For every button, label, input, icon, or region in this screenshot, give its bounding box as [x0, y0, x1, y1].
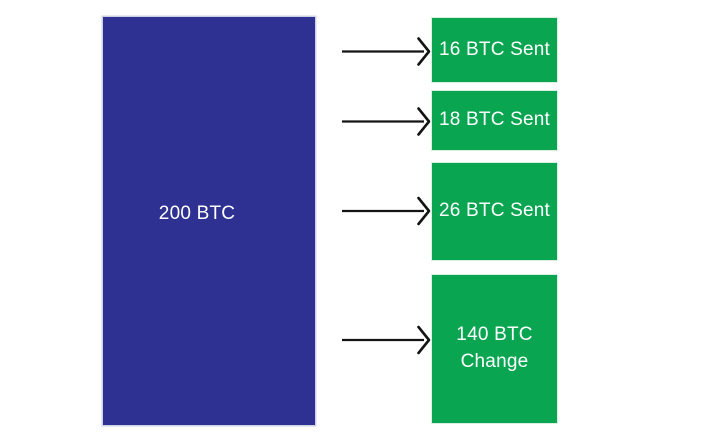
output-label-2: 18 BTC Sent [439, 109, 550, 131]
output-label-1: 16 BTC Sent [439, 38, 550, 60]
input-box: 200 BTC [103, 17, 315, 425]
output-label-3: 26 BTC Sent [439, 200, 550, 222]
input-label: 200 BTC [158, 203, 236, 224]
flow-arrow-4 [342, 325, 431, 355]
flow-arrow-3 [342, 196, 431, 226]
output-box-3: 26 BTC Sent [432, 163, 557, 260]
flow-arrow-2 [342, 107, 431, 136]
flow-arrow-1 [342, 37, 431, 66]
output-box-1: 16 BTC Sent [432, 18, 557, 82]
output-label-4: 140 BTC Change [456, 324, 533, 372]
output-box-2: 18 BTC Sent [432, 91, 557, 150]
output-box-4: 140 BTC Change [432, 275, 557, 423]
